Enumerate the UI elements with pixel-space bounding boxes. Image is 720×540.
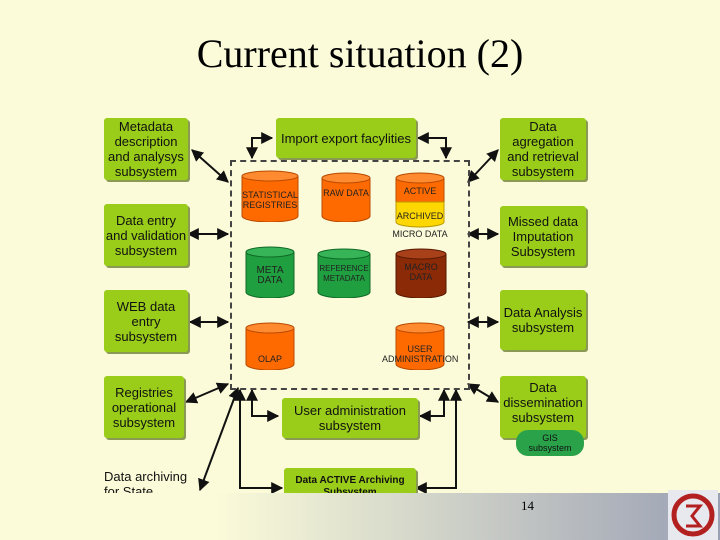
data-entry-subsystem-label: Data entry and validation subsystem xyxy=(105,212,187,258)
data-entry-subsystem-box: Data entry and validation subsystem xyxy=(104,204,188,266)
statistical-registries-db-icon xyxy=(241,170,299,222)
micro-data-label: MICRO DATA xyxy=(392,229,448,239)
reference-metadata-db-icon xyxy=(317,248,371,298)
page-title: Current situation (2) xyxy=(196,31,524,76)
data-dissemination-label: Data dissemination subsystem xyxy=(503,380,583,425)
macro-data-db-icon xyxy=(395,248,447,298)
olap-label: OLAP xyxy=(257,354,282,364)
olap-db-icon xyxy=(245,322,295,370)
metadata-subsystem-box: Metadata description and analysys subsys… xyxy=(104,118,188,180)
micro-data-db-icon xyxy=(395,172,445,228)
web-data-entry-box: WEB data entry subsystem xyxy=(104,290,188,352)
macro-data-label: MACRO DATA xyxy=(404,262,438,282)
registries-subsystem-label: Registries operational subsystem xyxy=(111,384,177,430)
missed-data-imputation-label: Missed data Imputation Subsystem xyxy=(507,213,579,259)
missed-data-imputation-box: Missed data Imputation Subsystem xyxy=(500,206,586,266)
footer-band xyxy=(0,493,720,540)
user-administration-label: User administration subsystem xyxy=(294,403,406,433)
meta-data-label: META DATA xyxy=(256,265,284,286)
institution-logo-icon xyxy=(668,490,718,540)
reference-metadata-label: REFERENCE METADATA xyxy=(319,264,369,283)
import-export-box: Import export facylities xyxy=(276,118,416,158)
gis-sub-label: subsystem xyxy=(528,443,572,453)
meta-data-db-icon xyxy=(245,246,295,298)
data-analysis-label: Data Analysis subsystem xyxy=(503,305,583,335)
user-administration-db-label: USER ADMINISTRATION xyxy=(382,344,459,364)
archived-label: ARCHIVED xyxy=(396,211,444,221)
data-repository-area xyxy=(230,160,470,390)
raw-data-db-icon xyxy=(321,172,371,222)
metadata-subsystem-label: Metadata description and analysys subsys… xyxy=(108,119,184,179)
gis-subsystem-box: GIS subsystem xyxy=(516,430,584,456)
statistical-registries-label: STATISTICAL REGISTRIES xyxy=(242,190,298,210)
user-administration-box: User administration subsystem xyxy=(282,398,418,438)
page-number: 14 xyxy=(521,498,534,513)
user-administration-db-icon xyxy=(395,322,445,370)
registries-subsystem-box: Registries operational subsystem xyxy=(104,376,184,438)
data-active-archiving-label: Data ACTIVE Archiving Subsystem xyxy=(295,475,405,498)
data-dissemination-box: Data dissemination subsystem xyxy=(500,376,586,438)
data-analysis-box: Data Analysis subsystem xyxy=(500,290,586,350)
gis-label: GIS xyxy=(542,433,558,443)
data-agregation-box: Data agregation and retrieval subsystem xyxy=(500,118,586,180)
data-agregation-label: Data agregation and retrieval subsystem xyxy=(507,119,579,179)
web-data-entry-label: WEB data entry subsystem xyxy=(114,298,178,344)
raw-data-label: RAW DATA xyxy=(323,188,369,198)
active-label: ACTIVE xyxy=(403,186,437,196)
import-export-label: Import export facylities xyxy=(280,130,412,146)
